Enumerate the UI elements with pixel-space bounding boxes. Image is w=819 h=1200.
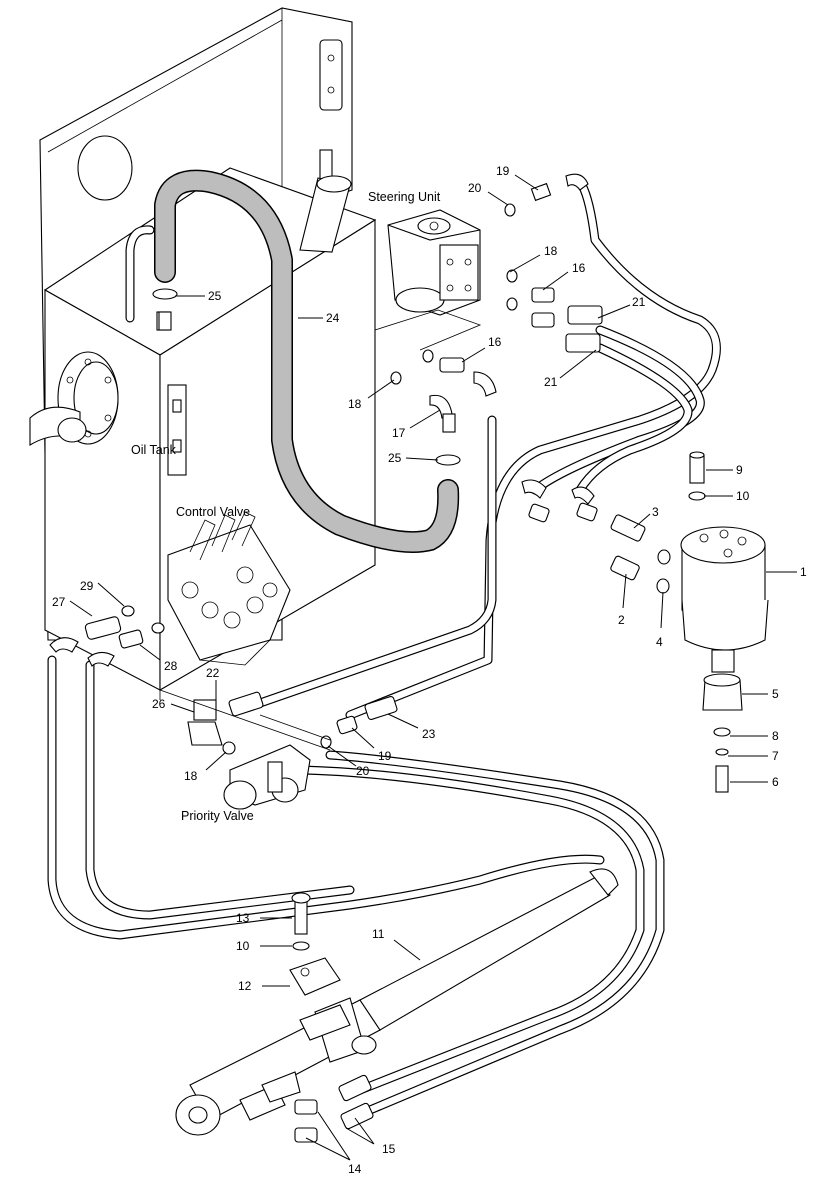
callout-18: 18	[348, 397, 362, 411]
callout-15: 15	[382, 1142, 396, 1156]
callout-29: 29	[80, 579, 94, 593]
long-hoses	[47, 180, 721, 1115]
callout-3: 3	[652, 505, 659, 519]
callout-20: 20	[356, 764, 370, 778]
callout-20: 20	[468, 181, 482, 195]
callout-28: 28	[164, 659, 178, 673]
callout-18: 18	[184, 769, 198, 783]
callout-10: 10	[736, 489, 750, 503]
callout-12: 12	[238, 979, 252, 993]
oil-tank-label: Oil Tank	[131, 443, 177, 457]
callout-16: 16	[488, 335, 502, 349]
suction-hose-24	[152, 169, 461, 554]
callout-1: 1	[800, 565, 807, 579]
callout-25: 25	[208, 289, 222, 303]
control-valve	[49, 511, 291, 667]
callout-13: 13	[236, 911, 250, 925]
callout-25: 25	[388, 451, 402, 465]
steering-motor	[521, 451, 769, 793]
callout-21: 21	[544, 375, 558, 389]
callout-9: 9	[736, 463, 743, 477]
callout-22: 22	[206, 666, 220, 680]
steering-unit	[374, 209, 482, 351]
priority-valve-label: Priority Valve	[181, 809, 254, 823]
steering-unit-label: Steering Unit	[368, 190, 441, 204]
steering-cylinder	[175, 868, 619, 1143]
callout-2: 2	[618, 613, 625, 627]
callout-21: 21	[632, 295, 646, 309]
callout-6: 6	[772, 775, 779, 789]
callout-19: 19	[496, 164, 510, 178]
steering-fittings	[390, 173, 603, 433]
callout-4: 4	[656, 635, 663, 649]
callout-7: 7	[772, 749, 779, 763]
callout-14: 14	[348, 1162, 362, 1176]
callout-24: 24	[326, 311, 340, 325]
callout-19: 19	[378, 749, 392, 763]
callout-18: 18	[544, 244, 558, 258]
priority-valve	[159, 689, 398, 810]
callout-23: 23	[422, 727, 436, 741]
control-valve-label: Control Valve	[176, 505, 250, 519]
leader-lines	[69, 174, 797, 1161]
callout-11: 11	[372, 927, 385, 941]
callout-16: 16	[572, 261, 586, 275]
callout-27: 27	[52, 595, 66, 609]
callout-5: 5	[772, 687, 779, 701]
callout-26: 26	[152, 697, 166, 711]
callout-10: 10	[236, 939, 250, 953]
callout-8: 8	[772, 729, 779, 743]
callout-17: 17	[392, 426, 406, 440]
oil-tank	[29, 167, 377, 691]
